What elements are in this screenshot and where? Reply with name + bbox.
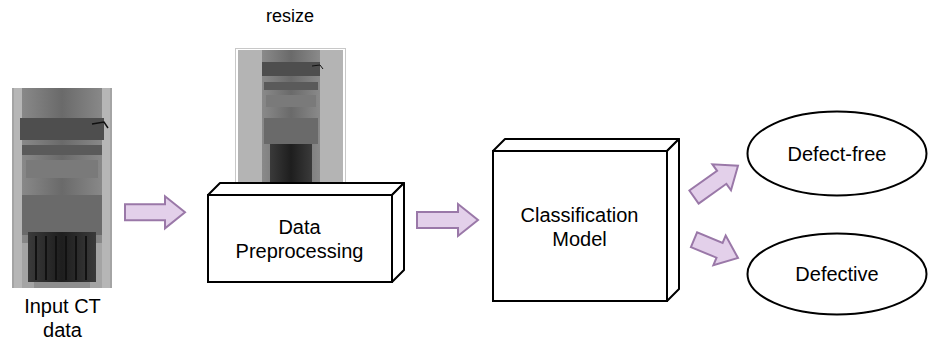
block-arrow — [691, 232, 738, 265]
node-text: Classification Model — [505, 203, 655, 251]
block-arrow — [417, 204, 478, 236]
node-text: Defect-free — [788, 142, 887, 166]
box-face: Classification Model — [492, 151, 667, 302]
block-arrow — [125, 196, 185, 228]
ellipse-face: Defect-free — [746, 110, 928, 197]
image-node: Input CT data — [5, 88, 120, 342]
block-arrow — [689, 164, 738, 203]
node-text: Data Preprocessing — [230, 215, 370, 263]
step-label: resize — [250, 6, 330, 28]
result-ellipse: Defect-free — [746, 110, 928, 197]
box-face: Data Preprocessing — [207, 195, 392, 283]
process-box: Classification Model — [492, 138, 680, 302]
process-box: Data Preprocessing — [207, 182, 405, 283]
result-ellipse: Defective — [746, 232, 928, 316]
ellipse-face: Defective — [746, 232, 928, 316]
node-text: Defective — [795, 262, 878, 286]
node-text: Input CT data — [10, 294, 115, 342]
